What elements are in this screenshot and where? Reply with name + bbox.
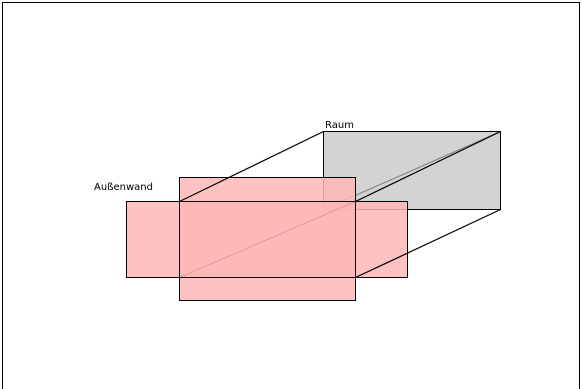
edge-bottom-right — [355, 208, 501, 279]
edge-top-right — [355, 130, 501, 203]
raum-label: Raum — [325, 120, 354, 131]
perspective-edges — [179, 130, 501, 279]
aussenwand-label: Außenwand — [94, 182, 153, 193]
front-box-outline — [179, 201, 356, 278]
aussenwand-diagonal — [179, 201, 356, 278]
edge-top-left — [179, 130, 324, 203]
aussenwand-object[interactable] — [126, 177, 408, 301]
